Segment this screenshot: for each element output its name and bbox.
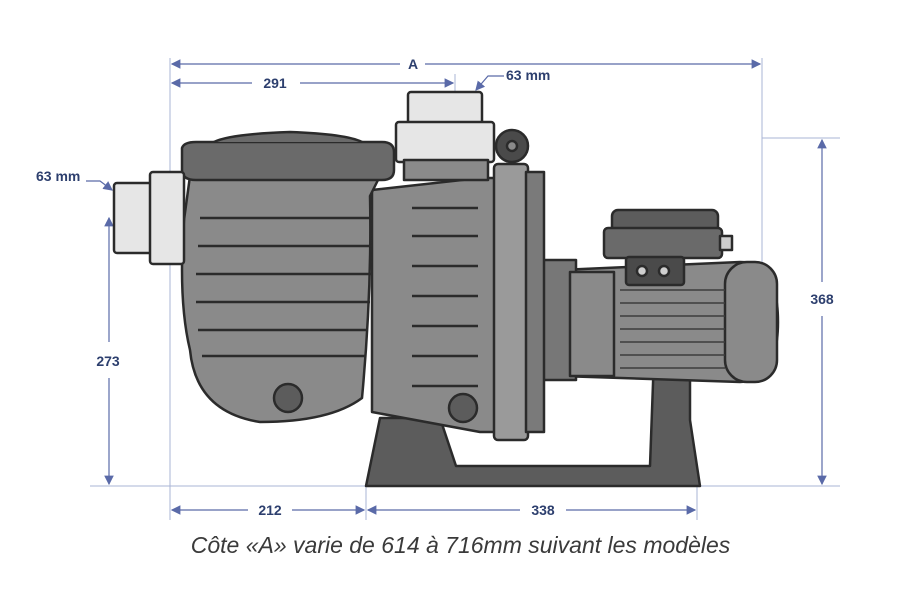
dim-label-outlet-diameter: 63 mm [506, 67, 550, 83]
dim-label-inlet-diameter: 63 mm [36, 168, 80, 184]
motor-fins [620, 289, 725, 369]
terminal-connector [624, 255, 686, 287]
dimension-lines [86, 59, 827, 515]
basket-lid [180, 140, 396, 182]
dim-label-273: 273 [96, 353, 120, 369]
dim-label-368: 368 [810, 291, 834, 307]
dim-label-338: 338 [531, 502, 555, 518]
dim-label-212: 212 [258, 502, 282, 518]
drain-plug-pump [447, 392, 479, 424]
inlet-fitting [112, 181, 156, 255]
dim-label-a: A [408, 56, 418, 72]
flange-plate [492, 162, 530, 442]
pump-body [112, 90, 780, 488]
dim-label-291: 291 [263, 75, 287, 91]
drain-plug-basket [272, 382, 304, 414]
caption: Côte «A» varie de 614 à 716mm suivant le… [190, 532, 731, 558]
pump-housing [370, 176, 500, 434]
housing-ribs [412, 206, 478, 388]
basket-ribs [196, 216, 372, 358]
motor-fan-cover [723, 260, 779, 384]
prefilter-basket [180, 174, 382, 424]
